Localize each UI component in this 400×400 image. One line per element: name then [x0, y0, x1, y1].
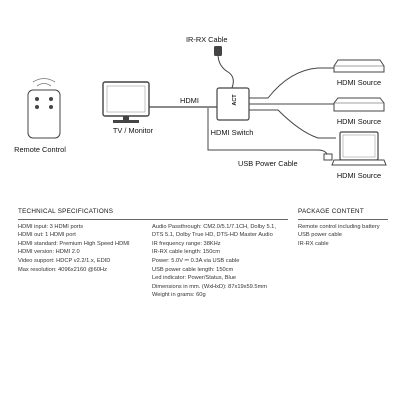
hdmi-source-3-laptop-icon [331, 131, 387, 166]
spec-item: DTS 5.1, Dolby True HD, DTS-HD Master Au… [152, 232, 273, 239]
hdmi-source-1-icon [333, 59, 385, 73]
package-content: PACKAGE CONTENT Remote control including… [298, 208, 388, 248]
spec-item: Weight in grams: 60g [152, 292, 206, 299]
spec-item: Dimensions in mm. (WxHxD): 87x19x59.5mm [152, 283, 268, 290]
package-item: Remote control including battery [298, 223, 380, 230]
ir-receiver-icon [214, 46, 222, 56]
technical-specifications: TECHNICAL SPECIFICATIONS HDMI input: 3 H… [18, 208, 288, 298]
device-brand-logo: ACT [232, 94, 238, 106]
hdmi-source-1-label: HDMI Source [337, 78, 381, 87]
spec-item: IR-RX cable length: 150cm [152, 249, 220, 256]
remote-control-icon [27, 89, 61, 139]
spec-item: Audio Passthrough: CM2.0/5.1/7.1CH, Dolb… [152, 223, 276, 230]
ir-signal-icon [32, 78, 56, 87]
tv-monitor-label: TV / Monitor [113, 126, 154, 135]
package-item: USB power cable [298, 232, 342, 239]
spec-item: HDMI out: 1 HDMI port [18, 232, 76, 239]
spec-item: HDMI input: 3 HDMI ports [18, 223, 84, 230]
package-item: IR-RX cable [298, 240, 329, 247]
usb-power-cable-label: USB Power Cable [238, 159, 298, 168]
connection-diagram: Remote Control TV / Monitor HDMI IR-RX C… [14, 35, 387, 180]
spec-item: Led indicator: Power/Status, Blue [152, 275, 237, 282]
spec-item: HDMI version: HDMI 2.0 [18, 249, 80, 256]
spec-item: HDMI standard: Premium High Speed HDMI [18, 240, 130, 247]
spec-list-2: Audio Passthrough: CM2.0/5.1/7.1CH, Dolb… [152, 223, 276, 300]
remote-control-label: Remote Control [14, 145, 66, 154]
package-content-list: Remote control including battery USB pow… [298, 223, 388, 249]
hdmi-source-2-label: HDMI Source [337, 117, 381, 126]
usb-power-cable [207, 108, 333, 161]
spec-item: Max resolution: 4096x2160 @60Hz [18, 266, 107, 273]
spec-item: USB power cable length: 150cm [152, 266, 234, 273]
tv-monitor-icon [102, 81, 150, 123]
ir-rx-cable [217, 53, 234, 89]
heading-divider [298, 218, 388, 220]
spec-item: Video support: HDCP v2.2/1.x, EDID [18, 257, 111, 264]
ir-rx-cable-label: IR-RX Cable [186, 35, 227, 44]
hdmi-input-cables [249, 67, 336, 139]
technical-specifications-heading: TECHNICAL SPECIFICATIONS [18, 208, 114, 215]
specifications-section: TECHNICAL SPECIFICATIONS HDMI input: 3 H… [0, 208, 400, 328]
spec-item: IR frequency range: 38KHz [152, 240, 221, 247]
hdmi-switch-label: HDMI Switch [211, 128, 254, 137]
hdmi-source-3-label: HDMI Source [337, 171, 381, 180]
package-content-heading: PACKAGE CONTENT [298, 208, 364, 215]
heading-divider [18, 218, 288, 220]
spec-list-1: HDMI input: 3 HDMI ports HDMI out: 1 HDM… [18, 223, 130, 275]
hdmi-source-2-icon [333, 97, 385, 112]
spec-item: Power: 5.0V ⎓ 0.3A via USB cable [152, 257, 240, 264]
hdmi-cable-label: HDMI [180, 96, 199, 105]
